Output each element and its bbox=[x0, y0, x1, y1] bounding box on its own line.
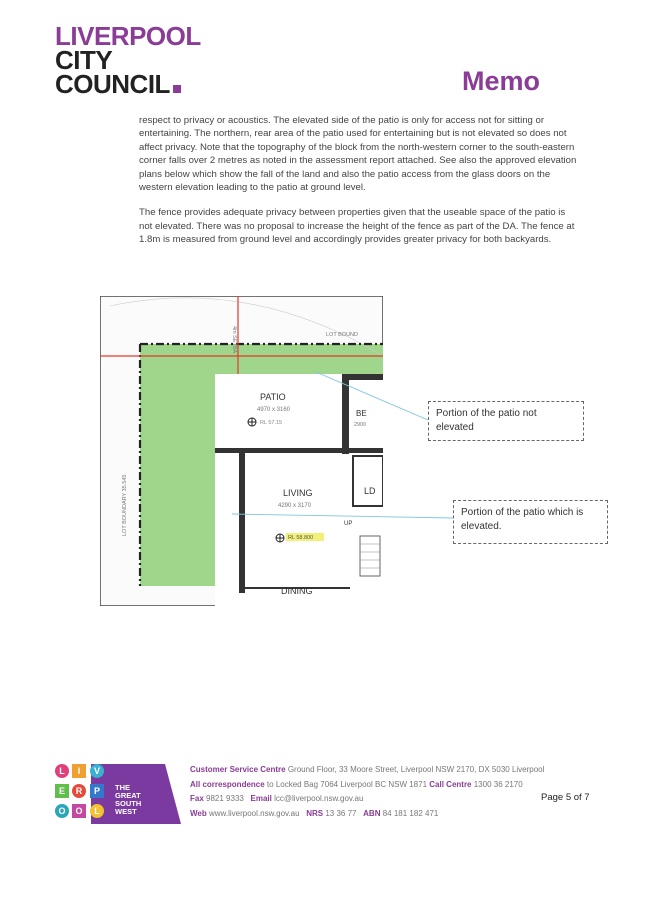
council-logo: LIVERPOOL CITY COUNCIL bbox=[55, 21, 201, 99]
stair-box bbox=[359, 535, 381, 577]
logo-line-city: CITY bbox=[55, 45, 113, 75]
web-label: Web bbox=[190, 808, 207, 818]
logo-letter-o1: O bbox=[58, 806, 65, 816]
living-dims: 4290 x 3170 bbox=[278, 503, 312, 509]
logo-dot-icon bbox=[172, 85, 181, 93]
logo-tagline-3: SOUTH bbox=[115, 799, 141, 808]
fax-label: Fax bbox=[190, 794, 204, 803]
logo-tagline-1: THE bbox=[115, 783, 130, 792]
body-paragraph-2: The fence provides adequate privacy betw… bbox=[139, 207, 575, 246]
living-label: LIVING bbox=[283, 488, 313, 498]
nrs-text: 13 36 77 bbox=[325, 808, 357, 818]
logo-letter-r: R bbox=[76, 786, 83, 796]
logo-letter-v: V bbox=[94, 766, 100, 776]
laundry-room bbox=[352, 455, 383, 507]
boundary-side-label: LOT BOUNDARY 35.545 bbox=[122, 475, 128, 536]
level-highlight bbox=[286, 533, 324, 541]
footer-logo-band bbox=[91, 764, 181, 824]
logo-tagline-4: WEST bbox=[115, 807, 137, 816]
memo-title: Memo bbox=[462, 66, 541, 96]
logo-letter-l1: L bbox=[59, 766, 65, 776]
callout-elevated: Portion of the patio which is elevated. bbox=[453, 500, 608, 544]
bed-dims: 2900 bbox=[354, 422, 366, 428]
ld-label: LD bbox=[364, 486, 376, 496]
call-label: Call Centre bbox=[429, 779, 472, 789]
footer-line-3: Fax 9821 9333 Email lcc@liverpool.nsw.go… bbox=[190, 792, 600, 807]
patio-dims: 4970 x 3160 bbox=[257, 407, 291, 413]
logo-council-text: COUNCIL bbox=[55, 69, 170, 99]
call-text: 1300 36 2170 bbox=[473, 779, 523, 789]
footer-line-4: Web www.liverpool.nsw.gov.au NRS 13 36 7… bbox=[190, 807, 600, 822]
csc-text: Ground Floor, 33 Moore Street, Liverpool… bbox=[287, 765, 545, 774]
logo-line-council: COUNCIL bbox=[55, 69, 201, 99]
corr-text: to Locked Bag 7064 Liverpool BC NSW 1871 bbox=[266, 779, 428, 789]
abn-text: 84 181 182 471 bbox=[382, 808, 439, 818]
callout-not-elevated: Portion of the patio not elevated bbox=[428, 401, 584, 441]
footer-line-1: Customer Service Centre Ground Floor, 33… bbox=[190, 763, 600, 778]
up-label: UP bbox=[344, 521, 352, 527]
body-paragraph-1: respect to privacy or acoustics. The ele… bbox=[139, 115, 577, 194]
email-link[interactable]: lcc@liverpool.nsw.gov.au bbox=[274, 794, 364, 803]
house-wall-east bbox=[342, 374, 349, 454]
leader-line-not-elevated bbox=[315, 371, 429, 421]
setback-label: 4m SETBA bbox=[231, 326, 237, 354]
house-wall-patio bbox=[215, 448, 383, 453]
logo-letter-e: E bbox=[59, 786, 65, 796]
house-wall-north bbox=[349, 374, 383, 380]
logo-letter-l2: L bbox=[94, 806, 100, 816]
bed-label: BE bbox=[356, 409, 367, 418]
footer-line-2: All correspondence to Locked Bag 7064 Li… bbox=[190, 778, 600, 793]
logo-letter-o2: O bbox=[75, 806, 82, 816]
logo-line-liverpool: LIVERPOOL bbox=[55, 21, 201, 51]
patio-level: RL 57.15 bbox=[260, 420, 282, 426]
living-level: RL 58.800 bbox=[288, 535, 313, 541]
lawn-area bbox=[140, 344, 383, 586]
lot-boundary-top-label: LOT BOUND bbox=[326, 332, 358, 338]
floor-plan-figure: PATIO 4970 x 3160 RL 57.15 LIVING 4290 x… bbox=[100, 296, 383, 606]
footer-liverpool-logo: L I V E R P O O L THE GREAT SOUTH WEST bbox=[55, 764, 181, 824]
plan-faint-arc bbox=[109, 297, 383, 357]
web-link[interactable]: www.liverpool.nsw.gov.au bbox=[208, 808, 300, 818]
memo-body: respect to privacy or acoustics. The ele… bbox=[139, 114, 577, 259]
dining-label: DINING bbox=[281, 586, 313, 596]
house-wall-west bbox=[239, 453, 245, 593]
patio-label: PATIO bbox=[260, 392, 286, 402]
logo-tagline-2: GREAT bbox=[115, 791, 141, 800]
leader-line-elevated bbox=[231, 513, 454, 519]
fax-text: 9821 9333 bbox=[206, 794, 244, 803]
corr-label: All correspondence bbox=[190, 779, 265, 789]
page-number: Page 5 of 7 bbox=[541, 792, 590, 803]
logo-letter-i: I bbox=[78, 766, 81, 776]
csc-label: Customer Service Centre bbox=[190, 765, 286, 774]
email-label: Email bbox=[250, 794, 272, 803]
abn-label: ABN bbox=[363, 808, 381, 818]
nrs-label: NRS bbox=[306, 808, 324, 818]
logo-letter-p: P bbox=[94, 786, 100, 796]
footer-contact: Customer Service Centre Ground Floor, 33… bbox=[190, 763, 600, 821]
